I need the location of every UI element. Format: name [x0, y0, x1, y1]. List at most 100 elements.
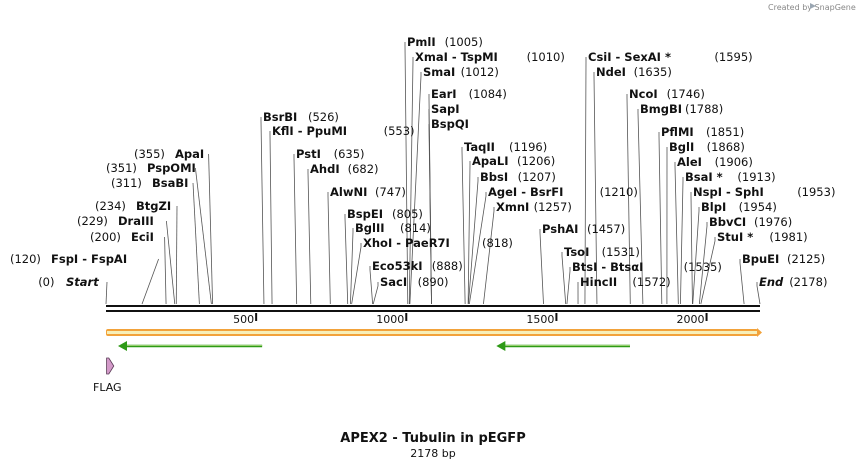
- site-name: EciI: [131, 230, 154, 244]
- site-name: Start: [66, 275, 99, 289]
- site-name: ApaI: [175, 147, 204, 161]
- site-guide-line: [369, 266, 374, 305]
- site-guide-line: [680, 177, 684, 305]
- site-label: ApaI(355): [134, 147, 204, 161]
- site-guide-line: [208, 153, 213, 305]
- site-guide-line: [692, 207, 700, 305]
- snapgene-logo-icon: [810, 3, 816, 9]
- site-label: ApaLI(1206): [472, 154, 555, 168]
- site-guide-line: [269, 131, 273, 305]
- site-name: CsiI - SexAI *: [588, 50, 671, 64]
- site-position: (1084): [469, 87, 507, 101]
- site-name: PstI: [296, 147, 321, 161]
- site-label: PmlI(1005): [407, 35, 483, 49]
- map-subtitle: 2178 bp: [410, 447, 455, 460]
- site-position: (311): [111, 176, 142, 190]
- site-name: AlwNI: [330, 185, 367, 199]
- site-name: PshAI: [542, 222, 578, 236]
- site-label: SmaI(1012): [423, 65, 499, 79]
- site-guide-line: [141, 258, 159, 305]
- site-guide-line: [690, 192, 693, 305]
- flag-label: FLAG: [93, 381, 122, 394]
- site-guide-line: [372, 282, 379, 305]
- site-guide-line: [467, 161, 471, 305]
- site-position: (1206): [517, 154, 555, 168]
- site-name: AgeI - BsrFI: [488, 185, 563, 199]
- site-position: (814): [400, 221, 431, 235]
- site-name: TaqII: [464, 140, 495, 154]
- label-guides: [105, 42, 761, 305]
- site-name: BpuEI: [742, 252, 779, 266]
- site-label: TsoI(1531): [564, 245, 640, 259]
- site-name: BspQI: [431, 117, 469, 131]
- site-name: BglII: [355, 221, 385, 235]
- site-guide-line: [105, 281, 108, 305]
- site-guide-line: [260, 117, 265, 305]
- ruler-tick-label: 1500: [526, 313, 554, 326]
- site-position: (1851): [706, 125, 744, 139]
- flag-feature-arrow: [106, 357, 115, 375]
- site-position: (635): [334, 147, 365, 161]
- site-position: (1196): [509, 140, 547, 154]
- site-position: (2125): [787, 252, 825, 266]
- site-position: (553): [384, 124, 415, 138]
- site-guide-line: [626, 94, 631, 305]
- site-label: StuI * (1981): [717, 230, 808, 244]
- site-label: PshAI(1457): [542, 222, 625, 236]
- site-label: KflI - PpuMI(553): [272, 124, 415, 138]
- site-name: BtgZI: [136, 199, 171, 213]
- site-name: SmaI: [423, 65, 455, 79]
- site-label: BspEI(805): [347, 207, 423, 221]
- site-name: NspI - SphI: [693, 185, 764, 199]
- site-label: PstI (635): [296, 147, 365, 161]
- site-position: (1868): [707, 140, 745, 154]
- site-guide-line: [404, 42, 409, 305]
- site-label: BsaI *(1913): [685, 170, 776, 184]
- site-position: (890): [418, 275, 449, 289]
- site-guide-line: [344, 214, 349, 305]
- ruler-tick-label: 1000: [376, 313, 404, 326]
- site-label: PspOMI(351): [106, 161, 196, 175]
- site-label: XmnI (1257): [496, 200, 572, 214]
- site-position: (1981): [769, 230, 807, 244]
- site-name: BtsI - BtsαI: [572, 260, 643, 274]
- site-label: BsaBI(311): [111, 176, 188, 190]
- site-name: NcoI: [629, 87, 658, 101]
- site-label: BbvCI(1976): [709, 215, 792, 229]
- site-position: (1906): [715, 155, 753, 169]
- site-labels: Start(0)FspI - FspAI(120)EciI(200)DraIII…: [10, 35, 835, 289]
- site-position: (0): [38, 275, 54, 289]
- feature-arrowhead: [118, 341, 128, 351]
- site-position: (1953): [797, 185, 835, 199]
- site-name: SapI: [431, 102, 460, 116]
- site-position: (351): [106, 161, 137, 175]
- site-name: BbsI: [480, 170, 508, 184]
- site-label: AgeI - BsrFI(1210): [488, 185, 638, 199]
- site-label: NdeI(1635): [596, 65, 672, 79]
- site-name: BglI: [669, 140, 694, 154]
- site-position: (1595): [714, 50, 752, 64]
- site-position: (1746): [667, 87, 705, 101]
- site-name: EarI: [431, 87, 457, 101]
- site-guide-line: [483, 207, 495, 305]
- site-label: End(2178): [759, 275, 827, 289]
- site-name: HincII: [580, 275, 617, 289]
- site-name: StuI *: [717, 230, 753, 244]
- site-position: (1535): [684, 260, 722, 274]
- site-position: (1572): [632, 275, 670, 289]
- site-guide-line: [166, 220, 176, 305]
- site-position: (682): [348, 162, 379, 176]
- site-label: NspI - SphI (1953): [693, 185, 835, 199]
- site-name: FspI - FspAI: [51, 252, 127, 266]
- site-label: Start (0): [38, 275, 99, 289]
- site-label: PflMI(1851): [661, 125, 744, 139]
- site-label: EciI(200): [90, 230, 154, 244]
- ruler-tick-label: 2000: [677, 313, 705, 326]
- site-guide-line: [756, 282, 761, 305]
- site-label: BtsI - BtsαI (1535): [572, 260, 722, 274]
- site-position: (1257): [534, 200, 572, 214]
- site-guide-line: [593, 72, 598, 305]
- site-name: XmnI: [496, 200, 529, 214]
- site-position: (229): [77, 214, 108, 228]
